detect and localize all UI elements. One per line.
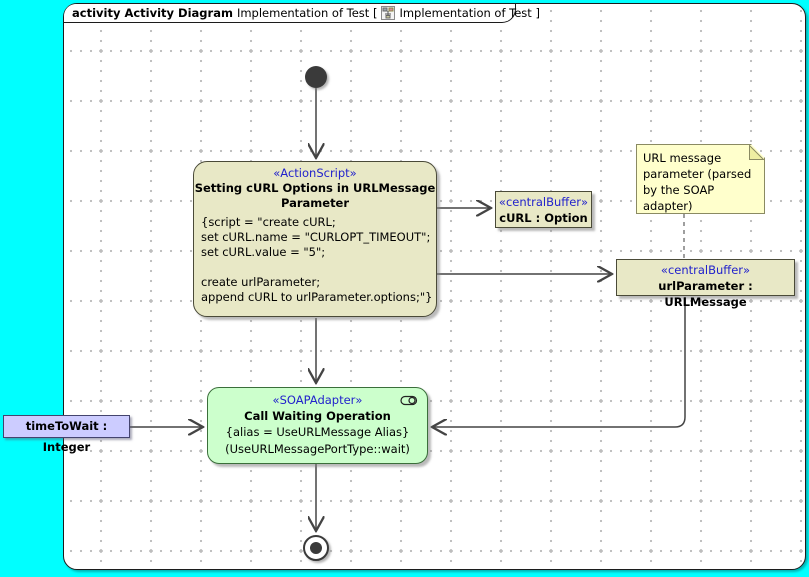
script-line: set cURL.value = "5";	[201, 245, 326, 259]
frame-title-right: Implementation of Test ]	[399, 6, 540, 20]
soap-alias: {alias = UseURLMessage Alias}	[225, 425, 410, 439]
final-node-dot	[310, 542, 322, 554]
curl-central-buffer-node[interactable]: «centralBuffer» cURL : Option	[495, 191, 592, 228]
frame-title-left: Implementation of Test [	[236, 6, 378, 20]
script-line	[201, 260, 429, 275]
script-line: create urlParameter;	[201, 275, 321, 289]
soap-name: Call Waiting Operation	[244, 409, 391, 423]
soap-operation: (UseURLMessagePortType::wait)	[225, 442, 410, 456]
action-stereotype: «ActionScript»	[273, 166, 357, 180]
url-buffer-stereotype: «centralBuffer»	[660, 263, 751, 277]
comment-note[interactable]: URL message parameter (parsed by the SOA…	[636, 144, 765, 214]
call-behavior-icon	[400, 395, 418, 406]
frame-header[interactable]: activity Activity Diagram Implementation…	[64, 4, 540, 23]
frame-kind-label: activity Activity Diagram	[72, 6, 233, 20]
curl-buffer-name: cURL : Option	[499, 211, 588, 225]
action-script-body: {script = "create cURL; set cURL.name = …	[194, 215, 436, 305]
activity-diagram-icon	[381, 6, 396, 20]
edge-url-buffer-to-soap[interactable]	[432, 297, 686, 427]
action-script-node[interactable]: «ActionScript» Setting cURL Options in U…	[193, 161, 437, 317]
script-line: append cURL to urlParameter.options;"}	[201, 290, 433, 304]
url-buffer-name: urlParameter : URLMessage	[658, 279, 753, 309]
url-parameter-central-buffer-node[interactable]: «centralBuffer» urlParameter : URLMessag…	[616, 259, 795, 309]
initial-node[interactable]	[305, 66, 327, 88]
curl-buffer-stereotype: «centralBuffer»	[498, 195, 589, 209]
soap-adapter-node[interactable]: «SOAPAdapter» Call Waiting Operation {al…	[207, 387, 428, 464]
script-line: set cURL.name = "CURLOPT_TIMEOUT";	[201, 230, 431, 244]
parameter-label: timeToWait : Integer	[25, 419, 108, 454]
soap-stereotype: «SOAPAdapter»	[272, 393, 363, 407]
note-fold-icon	[749, 145, 764, 160]
activity-parameter-node[interactable]: timeToWait : Integer	[3, 415, 130, 454]
action-name: Setting cURL Options in URLMessage Param…	[194, 181, 436, 210]
script-line: {script = "create cURL;	[201, 215, 336, 229]
activity-final-node[interactable]	[303, 535, 329, 561]
note-text: URL message parameter (parsed by the SOA…	[643, 151, 752, 213]
